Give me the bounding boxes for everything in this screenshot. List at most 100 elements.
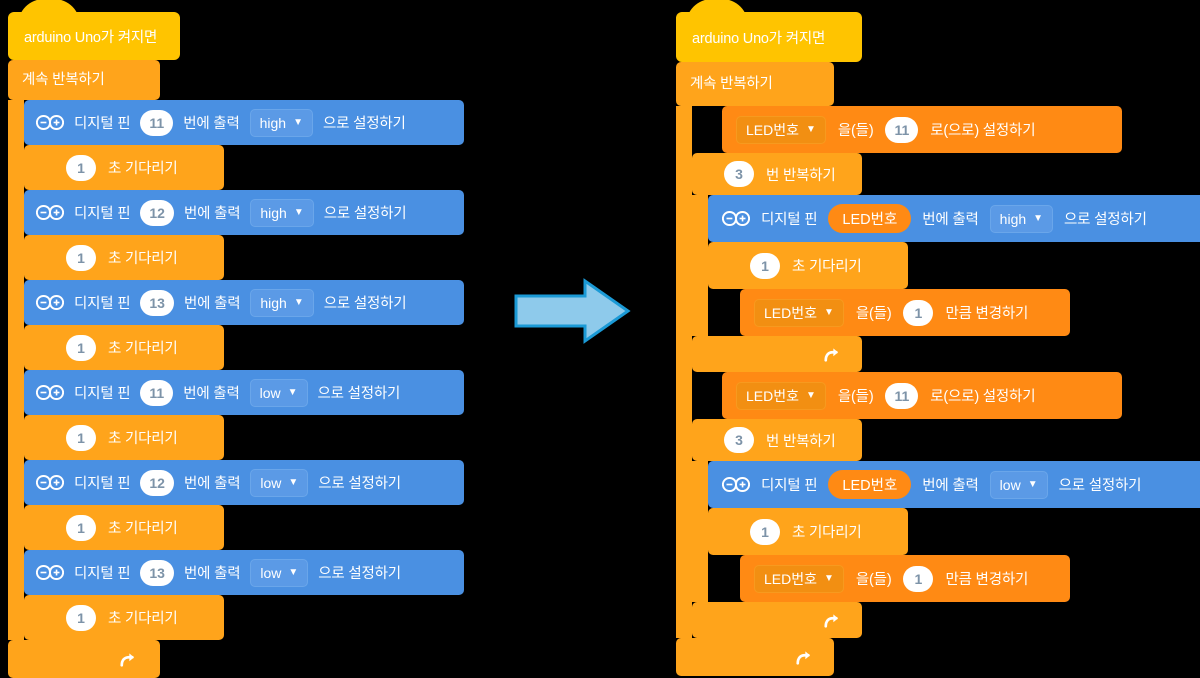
chevron-down-icon: ▼ (824, 572, 834, 584)
digital-pin-label: 디지털 핀 (761, 478, 818, 494)
chevron-down-icon: ▼ (293, 116, 303, 128)
output-value-dropdown[interactable]: high▼ (249, 108, 313, 137)
block-notch (38, 415, 64, 422)
variable-name-dropdown[interactable]: LED번호▼ (736, 115, 826, 144)
wait-seconds-input[interactable]: 1 (66, 244, 96, 271)
set-label: 으로 설정하기 (323, 206, 407, 222)
pin-variable-pill[interactable]: LED번호 (828, 470, 912, 499)
set-label: 으로 설정하기 (1058, 478, 1142, 494)
wait-seconds-input[interactable]: 1 (750, 252, 780, 279)
pin-number-input[interactable]: 13 (140, 289, 174, 316)
digital-write-block[interactable]: 디지털 핀 LED번호 번에 출력 low▼ 으로 설정하기 (708, 461, 1200, 508)
object-particle-label: 을(들) (855, 306, 892, 322)
output-value-dropdown[interactable]: high▼ (989, 204, 1054, 233)
set-variable-block[interactable]: LED번호▼ 을(들) 11 로(으로) 설정하기 (722, 106, 1122, 153)
wait-block[interactable]: 1 초 기다리기 (24, 145, 224, 190)
chevron-down-icon: ▼ (288, 476, 299, 488)
output-value-dropdown[interactable]: high▼ (250, 288, 314, 317)
wait-block[interactable]: 1 초 기다리기 (708, 508, 908, 555)
change-variable-block[interactable]: LED번호▼ 을(들) 1 만큼 변경하기 (740, 289, 1070, 336)
output-value-dropdown[interactable]: low▼ (249, 378, 308, 407)
output-label: 번에 출력 (183, 566, 241, 582)
forever-loop-header[interactable]: 계속 반복하기 (676, 62, 834, 106)
object-particle-label: 을(들) (855, 572, 892, 588)
forever-loop-header[interactable]: 계속 반복하기 (8, 60, 160, 100)
variable-value-input[interactable]: 11 (885, 116, 919, 143)
pin-variable-pill[interactable]: LED번호 (828, 204, 912, 233)
variable-name-dropdown[interactable]: LED번호▼ (736, 381, 826, 410)
wait-label: 초 기다리기 (792, 259, 862, 275)
chevron-down-icon: ▼ (293, 296, 304, 308)
wait-seconds-input[interactable]: 1 (66, 334, 96, 361)
set-to-label: 만큼 변경하기 (945, 572, 1029, 588)
repeat-count-input[interactable]: 3 (724, 161, 754, 187)
loop-return-arrow-icon (796, 651, 810, 665)
variable-name-dropdown[interactable]: LED번호▼ (754, 564, 844, 593)
repeat-count-input[interactable]: 3 (724, 427, 754, 453)
wait-seconds-input[interactable]: 1 (66, 154, 96, 181)
wait-seconds-input[interactable]: 1 (66, 604, 96, 631)
variable-name-dropdown[interactable]: LED번호▼ (754, 298, 844, 327)
pin-number-input[interactable]: 11 (140, 109, 174, 136)
chevron-down-icon: ▼ (1027, 478, 1038, 490)
wait-seconds-input[interactable]: 1 (66, 424, 96, 451)
output-value-dropdown[interactable]: low▼ (250, 468, 309, 497)
pin-number-input[interactable]: 12 (140, 199, 174, 226)
forever-loop-footer[interactable] (8, 640, 160, 678)
repeat-loop-footer[interactable] (692, 602, 862, 638)
arduino-icon (722, 476, 750, 493)
wait-label: 초 기다리기 (792, 525, 862, 541)
event-hat-block[interactable]: arduino Uno가 켜지면 (676, 0, 862, 62)
pin-number-input[interactable]: 12 (140, 469, 174, 496)
object-particle-label: 을(들) (837, 123, 874, 139)
forever-loop-footer[interactable] (676, 638, 834, 676)
set-to-label: 만큼 변경하기 (945, 306, 1029, 322)
set-label: 으로 설정하기 (317, 386, 401, 402)
pin-number-input[interactable]: 11 (140, 379, 174, 406)
set-to-label: 로(으로) 설정하기 (930, 123, 1036, 139)
block-notch (736, 106, 762, 113)
variable-value-input[interactable]: 1 (903, 565, 934, 592)
chevron-down-icon: ▼ (1033, 212, 1044, 224)
variable-value-input[interactable]: 11 (885, 382, 919, 409)
wait-label: 초 기다리기 (108, 161, 178, 177)
change-variable-block[interactable]: LED번호▼ 을(들) 1 만큼 변경하기 (740, 555, 1070, 602)
forever-loop-spine (676, 106, 692, 638)
output-label: 번에 출력 (922, 212, 979, 228)
output-label: 번에 출력 (922, 478, 979, 494)
repeat-loop-footer[interactable] (692, 336, 862, 372)
repeat-loop-spine (692, 461, 708, 602)
hat-dome (686, 0, 748, 25)
wait-seconds-input[interactable]: 1 (66, 514, 96, 541)
forever-label: 계속 반복하기 (690, 76, 773, 92)
output-value-dropdown[interactable]: low▼ (250, 558, 309, 587)
output-value-dropdown[interactable]: high▼ (250, 198, 314, 227)
variable-value-input[interactable]: 1 (903, 299, 934, 326)
loop-return-arrow-icon (120, 653, 134, 667)
event-hat-block[interactable]: arduino Uno가 켜지면 (8, 0, 180, 60)
hat-block-label: arduino Uno가 켜지면 (692, 30, 826, 47)
block-notch (38, 190, 64, 197)
output-value-dropdown[interactable]: low▼ (989, 470, 1048, 499)
wait-label: 초 기다리기 (108, 341, 178, 357)
block-notch (722, 461, 748, 468)
wait-seconds-input[interactable]: 1 (750, 518, 780, 545)
output-label: 번에 출력 (183, 386, 240, 402)
wait-block[interactable]: 1 초 기다리기 (24, 325, 224, 370)
wait-block[interactable]: 1 초 기다리기 (708, 242, 908, 289)
pin-number-input[interactable]: 13 (140, 559, 174, 586)
